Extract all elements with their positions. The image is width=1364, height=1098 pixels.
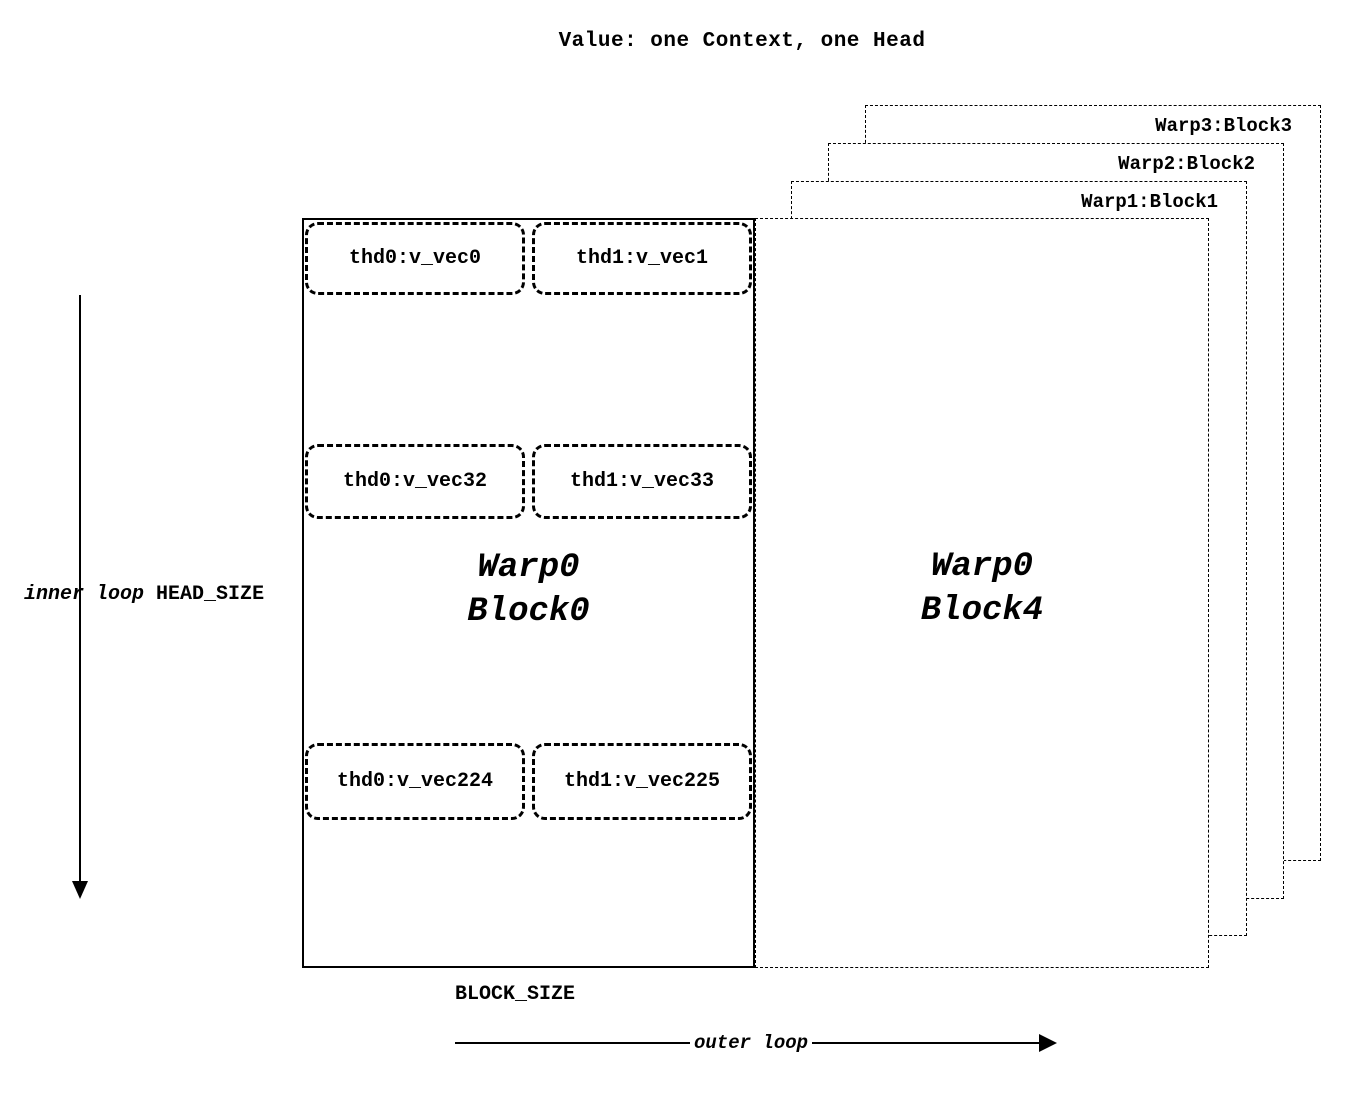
thd-cell: thd1:v_vec1 [532,222,752,295]
block-warp2-label: Warp2:Block2 [1118,153,1255,175]
head-size-label: HEAD_SIZE [156,583,265,606]
block-warp3-label: Warp3:Block3 [1155,115,1292,137]
vvec-row-0: thd0:v_vec0 thd1:v_vec1 [305,222,752,295]
block-size-label: BLOCK_SIZE [455,983,576,1006]
block-warp0-block4: Warp0 Block4 [755,218,1209,968]
block0-label-line2: Block0 [467,593,590,631]
thd-cell: thd0:v_vec32 [305,444,525,519]
block0-label: Warp0 Block0 [304,546,753,634]
arrow-right-icon [1039,1034,1057,1052]
block0-label-line1: Warp0 [477,549,580,587]
thd-cell: thd1:v_vec225 [532,743,752,820]
thd-cell: thd0:v_vec224 [305,743,525,820]
thd-cell: thd1:v_vec33 [532,444,752,519]
thd-cell: thd0:v_vec0 [305,222,525,295]
inner-loop-label: inner loop [24,583,145,606]
block4-label: Warp0 Block4 [756,545,1208,633]
outer-loop-label: outer loop [690,1032,813,1054]
inner-loop-axis-label: inner loop HEAD_SIZE [24,583,264,606]
diagram-title: Value: one Context, one Head [558,30,926,53]
vvec-row-2: thd0:v_vec224 thd1:v_vec225 [305,743,752,820]
block-warp0-block0: thd0:v_vec0 thd1:v_vec1 thd0:v_vec32 thd… [302,218,755,968]
vvec-row-1: thd0:v_vec32 thd1:v_vec33 [305,444,752,519]
arrow-down-icon [72,881,88,899]
inner-loop-arrow [72,295,88,901]
inner-loop-arrow-line [79,295,81,883]
block-warp1-label: Warp1:Block1 [1081,191,1218,213]
block4-label-line2: Block4 [920,592,1044,630]
block4-label-line1: Warp0 [930,548,1034,586]
